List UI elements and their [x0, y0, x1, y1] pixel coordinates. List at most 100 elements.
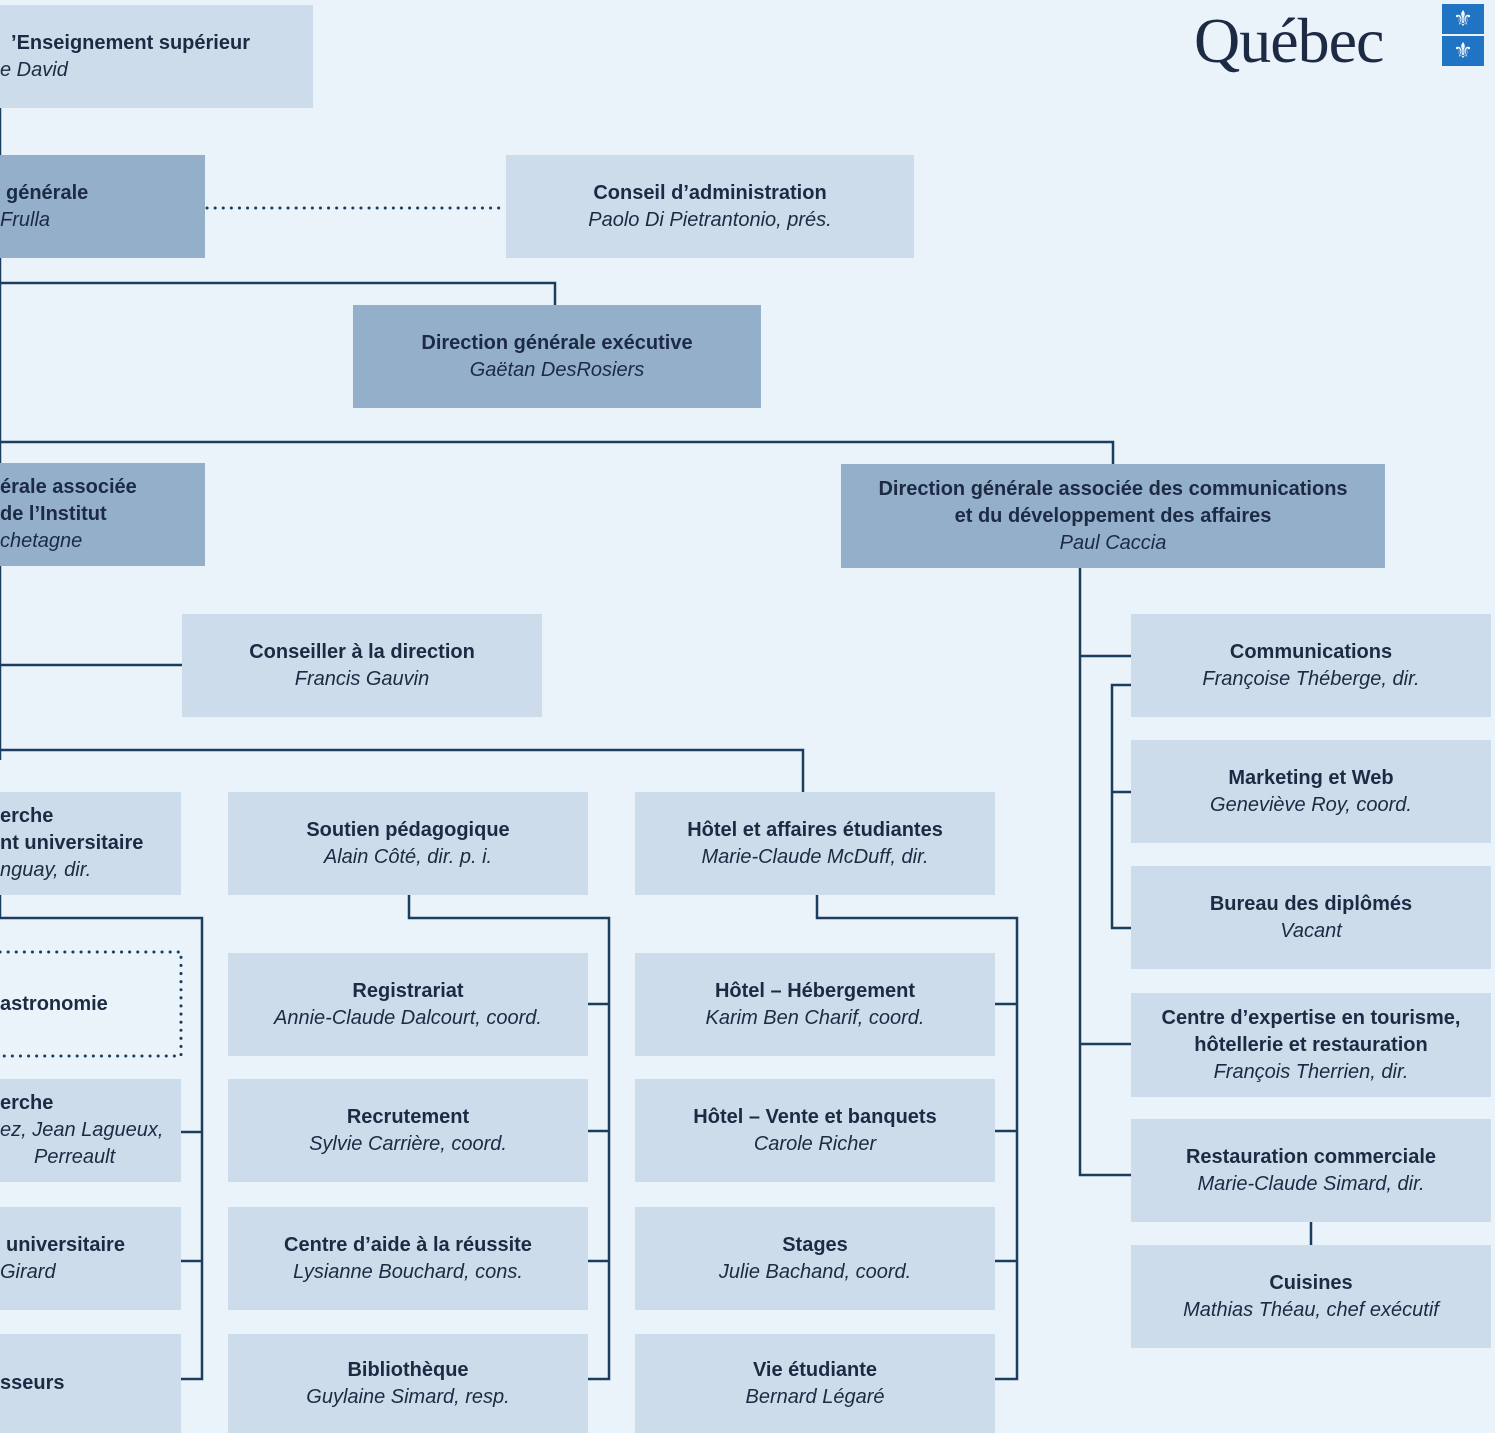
box-title: ’Enseignement supérieur: [11, 31, 250, 54]
box-name: François Therrien, dir.: [1213, 1060, 1409, 1083]
box-soutien-pedagogique: Soutien pédagogique Alain Côté, dir. p. …: [228, 792, 588, 895]
fleur-de-lis-icon: ⚜: [1442, 36, 1484, 66]
box-title: érale associée: [0, 476, 137, 498]
box-name: Francis Gauvin: [294, 667, 430, 690]
box-centre-aide-reussite: Centre d’aide à la réussite Lysianne Bou…: [228, 1207, 588, 1310]
box-title: Conseiller à la direction: [249, 640, 475, 663]
box-name: Girard: [0, 1260, 56, 1283]
box-direction-generale: générale Frulla: [0, 155, 205, 258]
box-title: Direction générale associée des communic…: [878, 477, 1348, 500]
box-name: e David: [0, 58, 68, 81]
box-title: Recrutement: [346, 1105, 470, 1128]
box-name: Lysianne Bouchard, cons.: [293, 1260, 523, 1283]
box-name: Françoise Théberge, dir.: [1202, 667, 1420, 690]
box-name: Karim Ben Charif, coord.: [705, 1006, 925, 1029]
box-name: Mathias Théau, chef exécutif: [1183, 1298, 1439, 1321]
connector-soutien-ticks: [588, 1002, 609, 1263]
box-title: Cuisines: [1269, 1271, 1353, 1294]
box-title: universitaire: [6, 1233, 125, 1256]
box-name: Marie-Claude Simard, dir.: [1197, 1172, 1425, 1195]
box-title: Soutien pédagogique: [306, 818, 510, 841]
box-recherche-enseignement: erche nt universitaire nguay, dir.: [0, 792, 181, 895]
box-title: Vie étudiante: [752, 1358, 878, 1381]
box-conseiller: Conseiller à la direction Francis Gauvin: [182, 614, 542, 717]
box-restauration-commerciale: Restauration commerciale Marie-Claude Si…: [1131, 1119, 1491, 1222]
box-name: Julie Bachand, coord.: [718, 1260, 912, 1283]
quebec-logo: Québec ⚜ ⚜: [1190, 2, 1490, 80]
box-bureau-diplomes: Bureau des diplômés Vacant: [1131, 866, 1491, 969]
box-name: Bernard Légaré: [745, 1385, 885, 1408]
box-title: sseurs: [0, 1372, 65, 1394]
connector-soutien-branch: [407, 894, 611, 1381]
box-name: Perreault: [34, 1146, 116, 1168]
connector-comm-trunk: [1078, 568, 1131, 1177]
connector-hotel-ticks: [995, 1002, 1017, 1263]
box-hotel-affaires-etudiantes: Hôtel et affaires étudiantes Marie-Claud…: [635, 792, 995, 895]
box-title: Hôtel – Hébergement: [714, 979, 916, 1002]
logo-wordmark: Québec: [1194, 5, 1384, 76]
box-title: Direction générale exécutive: [421, 331, 693, 354]
box-recherche: erche ez, Jean Lagueux, Perreault: [0, 1079, 181, 1182]
box-universitaire: universitaire Girard: [0, 1207, 181, 1310]
box-gastronomie: astronomie: [0, 952, 181, 1056]
box-name: Guylaine Simard, resp.: [306, 1385, 510, 1408]
box-title: Centre d’expertise en tourisme,: [1161, 1006, 1461, 1029]
box-title: et du développement des affaires: [954, 504, 1272, 527]
box-cuisines: Cuisines Mathias Théau, chef exécutif: [1131, 1245, 1491, 1348]
box-registrariat: Registrariat Annie-Claude Dalcourt, coor…: [228, 953, 588, 1056]
box-name: Geneviève Roy, coord.: [1210, 793, 1412, 816]
box-name: nguay, dir.: [0, 859, 92, 881]
box-name: Vacant: [1280, 919, 1342, 942]
box-title: Stages: [782, 1233, 848, 1256]
box-title: Restauration commerciale: [1185, 1145, 1437, 1168]
box-recrutement: Recrutement Sylvie Carrière, coord.: [228, 1079, 588, 1182]
box-name: Alain Côté, dir. p. i.: [323, 845, 493, 868]
box-title: erche: [0, 805, 54, 827]
box-centre-expertise: Centre d’expertise en tourisme, hôteller…: [1131, 993, 1491, 1097]
box-title: générale: [6, 181, 89, 204]
box-name: Paolo Di Pietrantonio, prés.: [588, 208, 832, 231]
box-bibliotheque: Bibliothèque Guylaine Simard, resp.: [228, 1334, 588, 1433]
fleur-de-lis-icon: ⚜: [1442, 4, 1484, 34]
box-name: ez, Jean Lagueux,: [0, 1119, 164, 1141]
box-title: Bureau des diplômés: [1209, 892, 1413, 915]
connector-marketing-bracket: [1110, 683, 1131, 930]
box-title: Bibliothèque: [347, 1358, 469, 1381]
connector-to-hotel-affaires: [0, 748, 805, 792]
box-title: Communications: [1229, 640, 1393, 663]
box-name: chetagne: [0, 530, 83, 552]
box-title: Hôtel – Vente et banquets: [693, 1105, 937, 1128]
box-dg-executive: Direction générale exécutive Gaëtan DesR…: [353, 305, 761, 408]
box-marketing-web: Marketing et Web Geneviève Roy, coord.: [1131, 740, 1491, 843]
connector-recherche-branch: [0, 894, 204, 1381]
box-hotel-vente-banquets: Hôtel – Vente et banquets Carole Richer: [635, 1079, 995, 1182]
box-vie-etudiante: Vie étudiante Bernard Légaré: [635, 1334, 995, 1433]
box-stages: Stages Julie Bachand, coord.: [635, 1207, 995, 1310]
box-dga-communications: Direction générale associée des communic…: [841, 464, 1385, 568]
box-title: Marketing et Web: [1228, 766, 1394, 789]
box-communications: Communications Françoise Théberge, dir.: [1131, 614, 1491, 717]
connector-comm-ticks: [1080, 654, 1131, 1046]
connector-dotted-gastronomie-box: [0, 950, 183, 1058]
box-name: Annie-Claude Dalcourt, coord.: [274, 1006, 542, 1029]
box-title: Hôtel et affaires étudiantes: [687, 818, 943, 841]
box-name: Frulla: [0, 208, 51, 231]
box-name: Paul Caccia: [1059, 531, 1167, 554]
box-hotel-hebergement: Hôtel – Hébergement Karim Ben Charif, co…: [635, 953, 995, 1056]
box-title: Centre d’aide à la réussite: [284, 1233, 532, 1256]
box-title: de l’Institut: [0, 503, 107, 525]
box-name: Carole Richer: [753, 1132, 877, 1155]
connector-hotel-branch: [815, 894, 1019, 1381]
box-ministere: ’Enseignement supérieur e David: [0, 5, 313, 108]
connector-to-dga-communications: [0, 440, 1115, 464]
box-name: Marie-Claude McDuff, dir.: [701, 845, 929, 868]
box-name: Sylvie Carrière, coord.: [309, 1132, 507, 1155]
box-title: hôtellerie et restauration: [1194, 1033, 1428, 1056]
box-dga-institut: érale associée de l’Institut chetagne: [0, 463, 205, 566]
box-title: nt universitaire: [0, 832, 144, 854]
box-title: astronomie: [0, 992, 108, 1015]
box-conseillers: sseurs: [0, 1334, 181, 1433]
box-name: Gaëtan DesRosiers: [469, 358, 645, 381]
box-title: erche: [0, 1092, 54, 1114]
